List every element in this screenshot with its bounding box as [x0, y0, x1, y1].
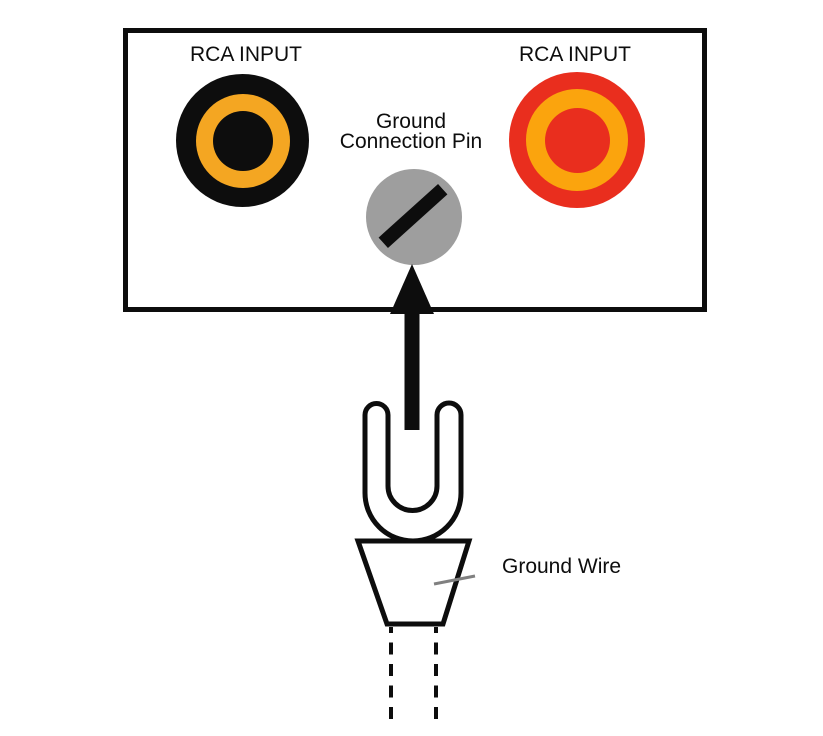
rca-jack-left	[176, 74, 309, 207]
rca-input-label-left: RCA INPUT	[189, 43, 302, 66]
up-arrow-head	[390, 264, 434, 314]
ground-pin-label-line1: Ground	[375, 110, 447, 133]
crimp-barrel	[354, 538, 473, 627]
rca-jack-right-ring	[526, 89, 628, 191]
rca-jack-left-ring	[195, 93, 290, 188]
leader-line	[433, 574, 476, 586]
spade-terminal	[362, 400, 464, 544]
rca-input-label-right: RCA INPUT	[518, 43, 631, 66]
ground-wire-label: Ground Wire	[502, 555, 622, 578]
rca-jack-right-center	[544, 107, 610, 173]
ground-pin-label-line2: Connection Pin	[339, 130, 483, 153]
rca-jack-right	[509, 72, 645, 208]
rca-jack-left-center	[212, 110, 273, 171]
ground-connection-pin	[366, 169, 462, 265]
up-arrow-shaft	[404, 310, 420, 430]
ground-pin-label: Ground Connection Pin	[321, 110, 501, 153]
